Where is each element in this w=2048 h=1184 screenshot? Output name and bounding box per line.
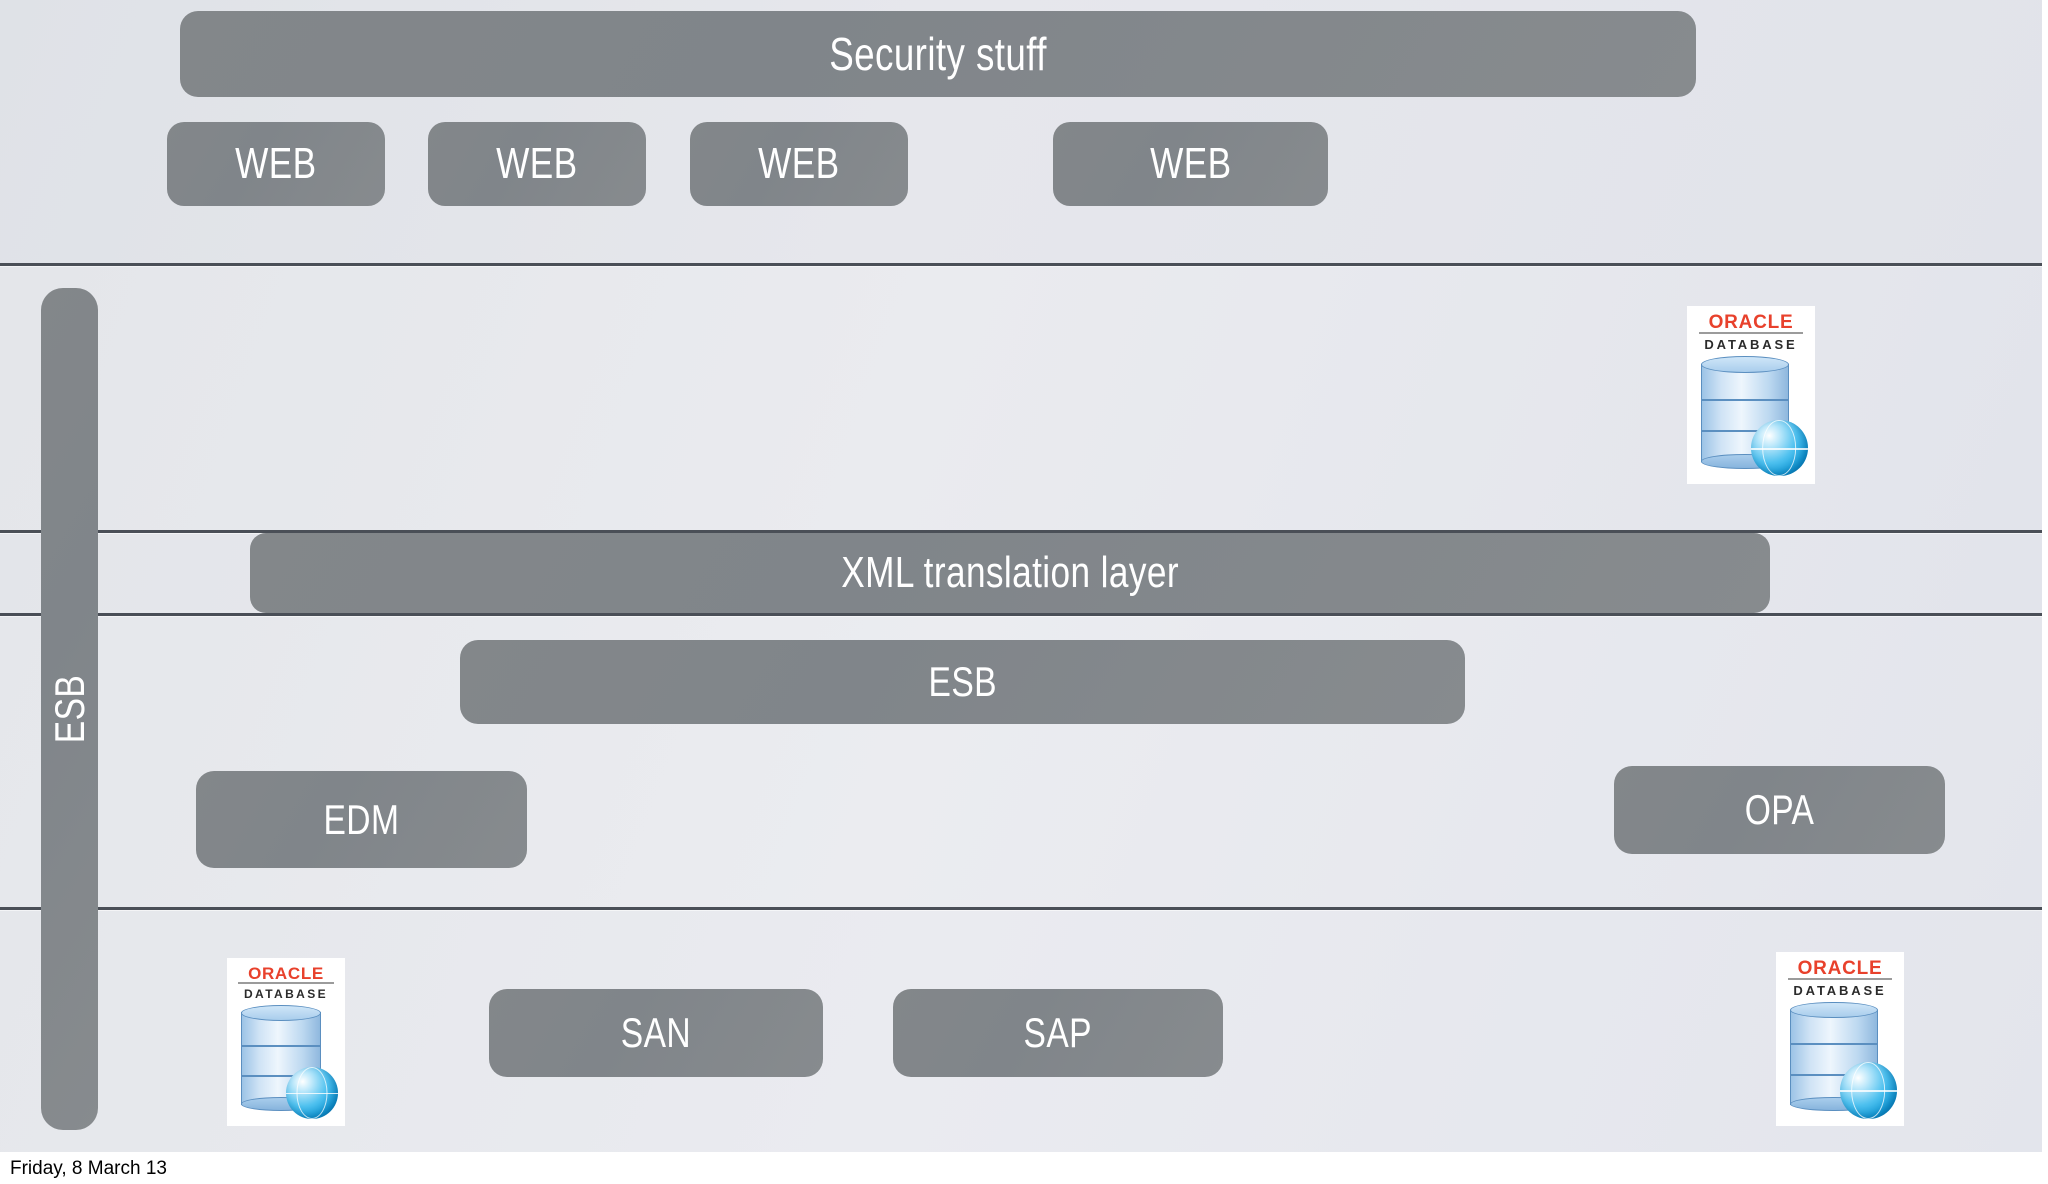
esb-vertical-spine[interactable]: ESB	[41, 288, 98, 1130]
web-node-3[interactable]: WEB	[690, 122, 908, 206]
globe-icon	[1840, 1061, 1897, 1119]
edm-label: EDM	[323, 795, 400, 843]
oracle-database-logo-application: ORACLE DATABASE	[1687, 306, 1815, 484]
xml-translation-layer-bar[interactable]: XML translation layer	[250, 533, 1770, 613]
edm-node[interactable]: EDM	[196, 771, 527, 868]
web-node-4[interactable]: WEB	[1053, 122, 1328, 206]
oracle-divider-rule	[238, 982, 334, 984]
oracle-database-logo-backend-right: ORACLE DATABASE	[1776, 952, 1904, 1126]
database-cylinder-icon	[1692, 351, 1810, 479]
oracle-divider-rule	[1788, 978, 1892, 980]
san-node[interactable]: SAN	[489, 989, 823, 1077]
san-label: SAN	[620, 1009, 692, 1056]
xml-translation-layer-label: XML translation layer	[841, 548, 1179, 597]
opa-node[interactable]: OPA	[1614, 766, 1945, 854]
oracle-product-text: DATABASE	[1704, 337, 1798, 352]
web-node-3-label: WEB	[758, 139, 840, 188]
esb-bus-label: ESB	[928, 658, 997, 705]
globe-icon	[1751, 419, 1808, 477]
sap-node[interactable]: SAP	[893, 989, 1223, 1077]
oracle-database-logo-backend-left: ORACLE DATABASE	[227, 958, 345, 1126]
sap-label: SAP	[1023, 1009, 1093, 1056]
database-cylinder-icon	[1781, 997, 1899, 1121]
web-node-2[interactable]: WEB	[428, 122, 646, 206]
slide-canvas: Security stuff WEB WEB WEB WEB ORACLE DA…	[0, 0, 2042, 1152]
oracle-product-text: DATABASE	[243, 987, 329, 1001]
esb-vertical-spine-label: ESB	[45, 674, 93, 744]
web-node-1-label: WEB	[235, 139, 317, 188]
oracle-brand-text: ORACLE	[1708, 312, 1794, 333]
oracle-brand-text: ORACLE	[1797, 958, 1883, 979]
web-node-4-label: WEB	[1149, 139, 1232, 188]
esb-bus-bar[interactable]: ESB	[460, 640, 1465, 724]
globe-icon	[286, 1066, 338, 1119]
oracle-brand-text: ORACLE	[248, 964, 324, 983]
footer-date: Friday, 8 March 13	[10, 1158, 167, 1179]
web-node-2-label: WEB	[496, 139, 578, 188]
web-node-1[interactable]: WEB	[167, 122, 385, 206]
tier-divider-1	[0, 263, 2042, 266]
tier-divider-3	[0, 613, 2042, 616]
tier-divider-4	[0, 907, 2042, 910]
tier-divider-2	[0, 530, 2042, 533]
opa-label: OPA	[1744, 786, 1815, 833]
security-bar[interactable]: Security stuff	[180, 11, 1696, 97]
security-bar-label: Security stuff	[829, 28, 1047, 80]
oracle-product-text: DATABASE	[1793, 983, 1887, 998]
database-cylinder-icon	[232, 1000, 340, 1121]
oracle-divider-rule	[1699, 332, 1803, 334]
